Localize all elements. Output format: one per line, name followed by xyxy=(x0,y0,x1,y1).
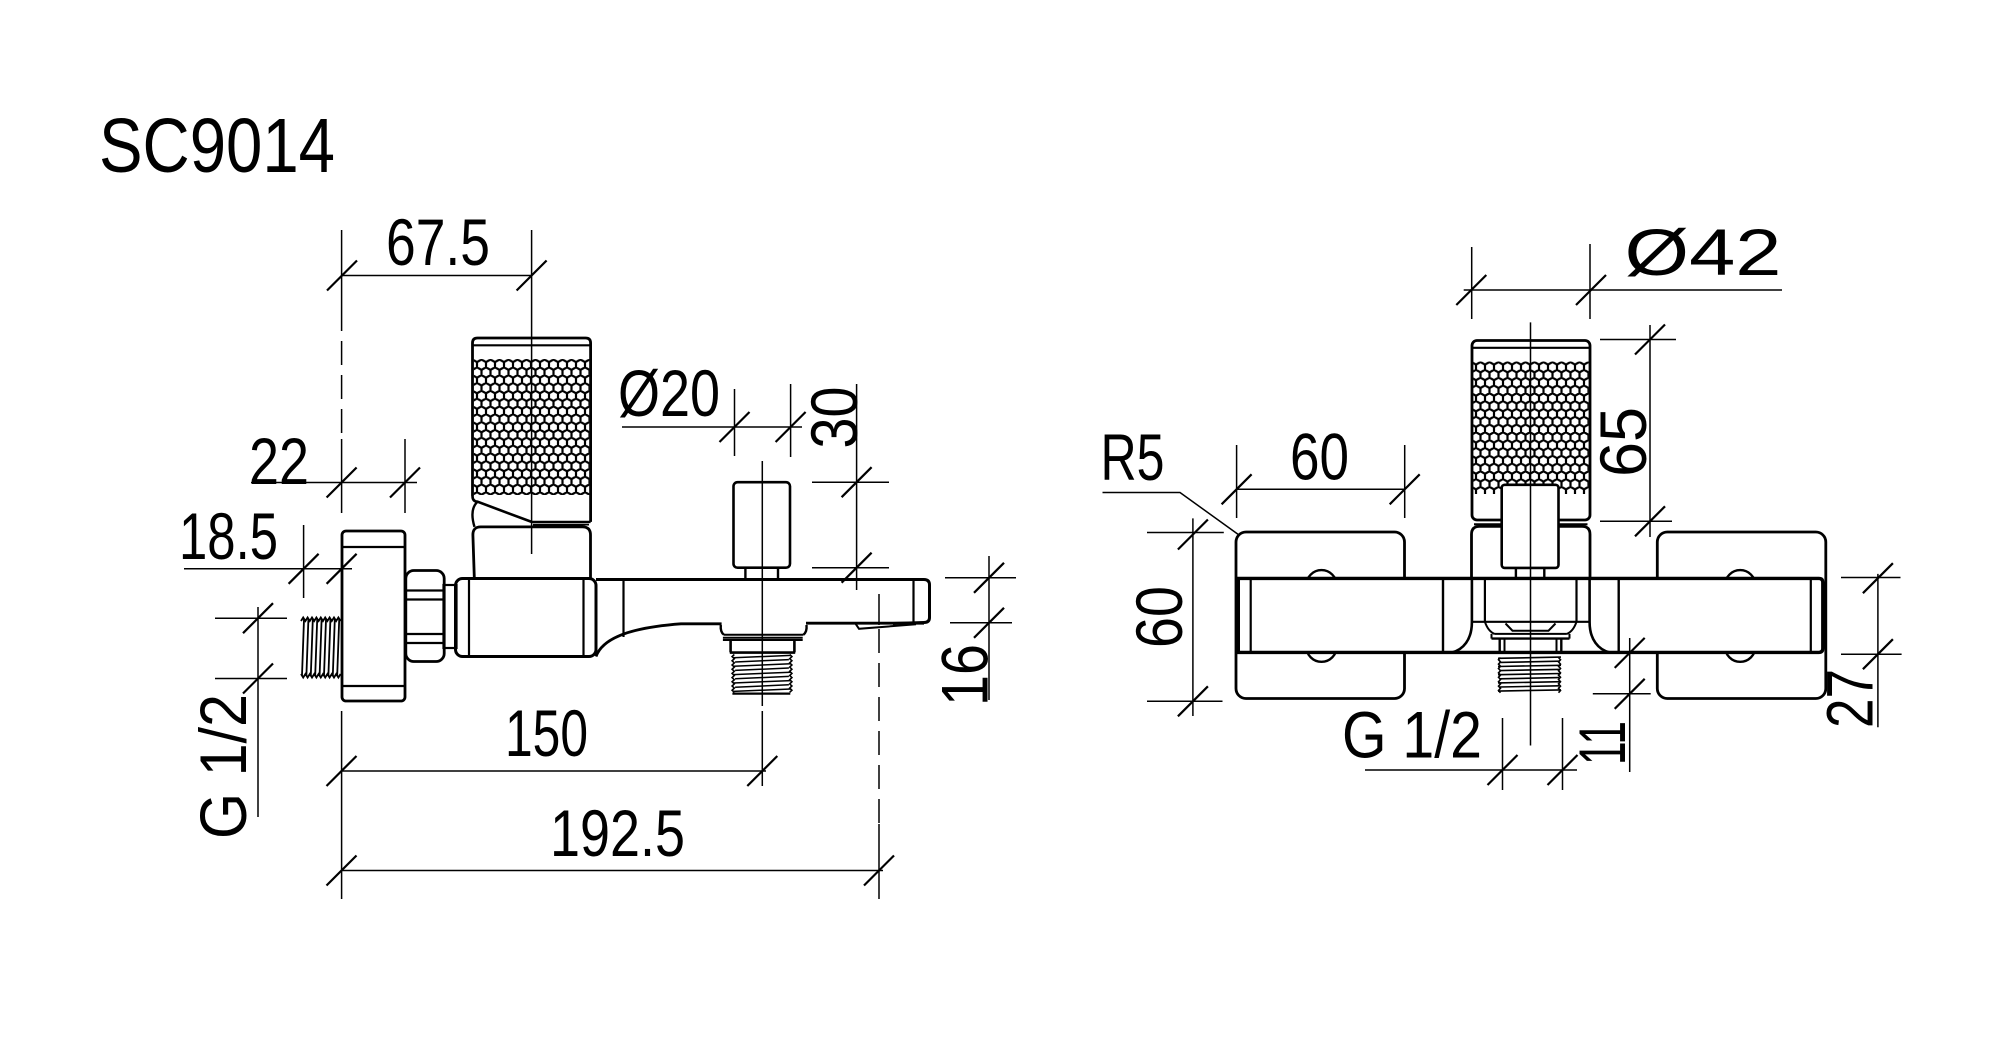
svg-text:18.5: 18.5 xyxy=(179,499,278,573)
svg-text:Ø20: Ø20 xyxy=(618,356,720,430)
svg-text:11: 11 xyxy=(1565,721,1639,765)
svg-text:16: 16 xyxy=(928,644,1002,706)
svg-text:SC9014: SC9014 xyxy=(99,103,335,189)
svg-text:R5: R5 xyxy=(1101,420,1165,494)
svg-text:G 1/2: G 1/2 xyxy=(1342,698,1482,772)
svg-text:30: 30 xyxy=(797,387,871,449)
svg-text:22: 22 xyxy=(249,424,309,498)
svg-text:60: 60 xyxy=(1290,419,1349,493)
svg-text:65: 65 xyxy=(1586,407,1660,477)
svg-text:150: 150 xyxy=(505,696,588,770)
svg-text:G 1/2: G 1/2 xyxy=(186,694,260,839)
svg-text:Ø42: Ø42 xyxy=(1625,215,1782,289)
svg-text:27: 27 xyxy=(1813,669,1887,728)
svg-text:60: 60 xyxy=(1122,586,1196,648)
svg-text:67.5: 67.5 xyxy=(386,205,490,279)
svg-text:192.5: 192.5 xyxy=(550,796,685,870)
